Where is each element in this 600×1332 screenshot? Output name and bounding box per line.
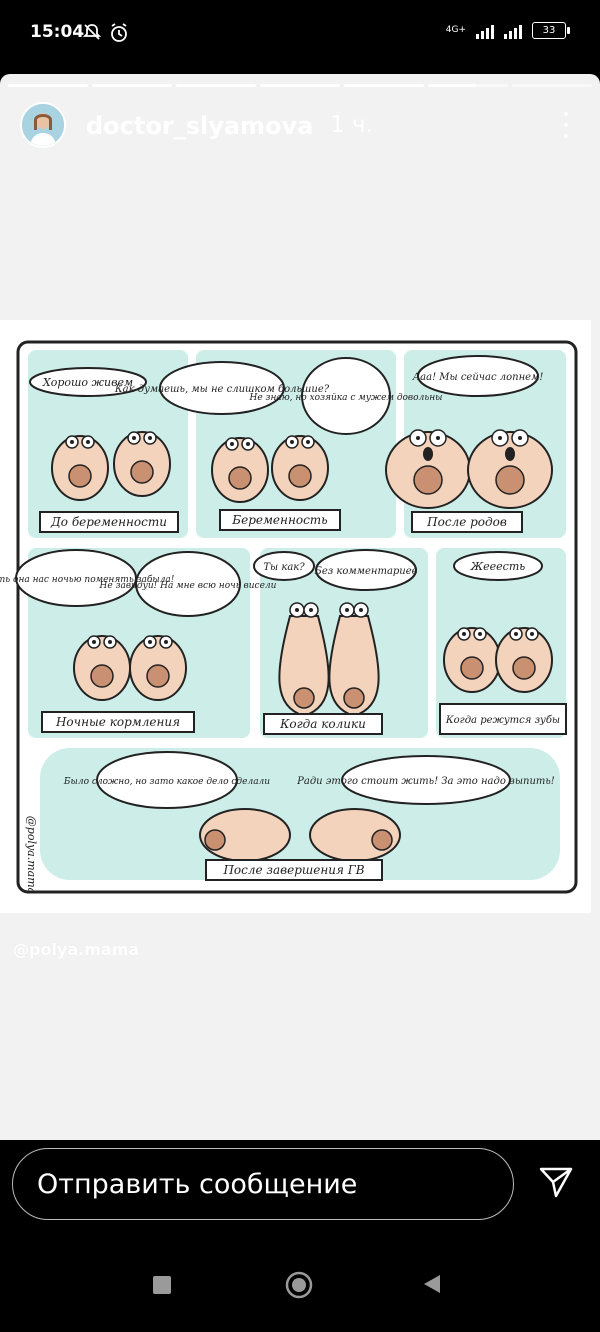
time-ago: 1 ч. [330,112,373,138]
status-right: 4G+ 33 [445,22,570,39]
panel-caption: Когда режутся зубы [445,715,560,726]
home-button[interactable] [285,1271,313,1303]
progress-segment-active [428,84,508,87]
back-button[interactable] [422,1273,442,1299]
signal-icon-2 [504,23,522,39]
story-view[interactable]: doctor_slyamova 1 ч. [0,74,600,1140]
status-time: 15:04 [30,22,85,42]
send-icon[interactable] [538,1164,574,1204]
bubble-text: Было сложно, но зато какое дело сделали [63,777,270,787]
progress-segment [8,84,88,87]
mute-notifications-icon [82,22,102,46]
panel-caption: Когда колики [279,717,366,731]
bubble-text: Не завидуй! На мне всю ночь висели [99,581,277,591]
bubble-text: Как думаешь, мы не слишком большие? [114,384,330,395]
status-bar: 15:04 4G+ 33 [0,0,600,66]
bottom-bar: Отправить сообщение [0,1140,600,1332]
panel-caption: После родов [426,515,507,529]
message-input[interactable]: Отправить сообщение [12,1148,514,1220]
panel-caption: После завершения ГВ [222,863,364,877]
battery-level: 33 [542,25,556,36]
message-placeholder: Отправить сообщение [37,1169,358,1200]
battery-icon: 33 [532,22,570,39]
progress-segment [260,84,340,87]
progress-segment [176,84,256,87]
bubble-text: Ааа! Мы сейчас лопнем! [412,372,544,383]
signal-icon-1 [476,23,494,39]
username[interactable]: doctor_slyamova [86,112,314,140]
recent-apps-button[interactable] [152,1275,172,1299]
story-credit: @polya.mama [13,940,140,959]
bubble-text: Без комментариев [313,566,417,577]
bubble-text: Хорошо живем [42,376,133,389]
story-progress [8,84,592,87]
bubble-text: Жееесть [470,560,525,573]
panel-caption: Беременность [231,513,327,527]
bubble-text: Ты как? [263,562,305,573]
panel-caption: До беременности [50,515,167,529]
alarm-icon [108,22,130,48]
progress-segment [344,84,424,87]
avatar[interactable] [20,102,66,148]
panel-caption: Ночные кормления [55,715,180,729]
network-type: 4G+ [445,25,466,35]
comic-image: Хорошо живем Как думаешь, мы не слишком … [0,320,591,913]
progress-segment [92,84,172,87]
bubble-text: Ради этого стоит жить! За это надо выпит… [296,776,555,787]
bubble-text: Не знаю, но хозяйка с мужем довольны [249,393,443,403]
progress-segment [512,84,592,87]
bubble-text: Опять она нас ночью поменять забыла! [0,574,175,585]
comic-watermark: @polya.mama [25,816,38,894]
more-options-icon[interactable] [562,112,570,138]
